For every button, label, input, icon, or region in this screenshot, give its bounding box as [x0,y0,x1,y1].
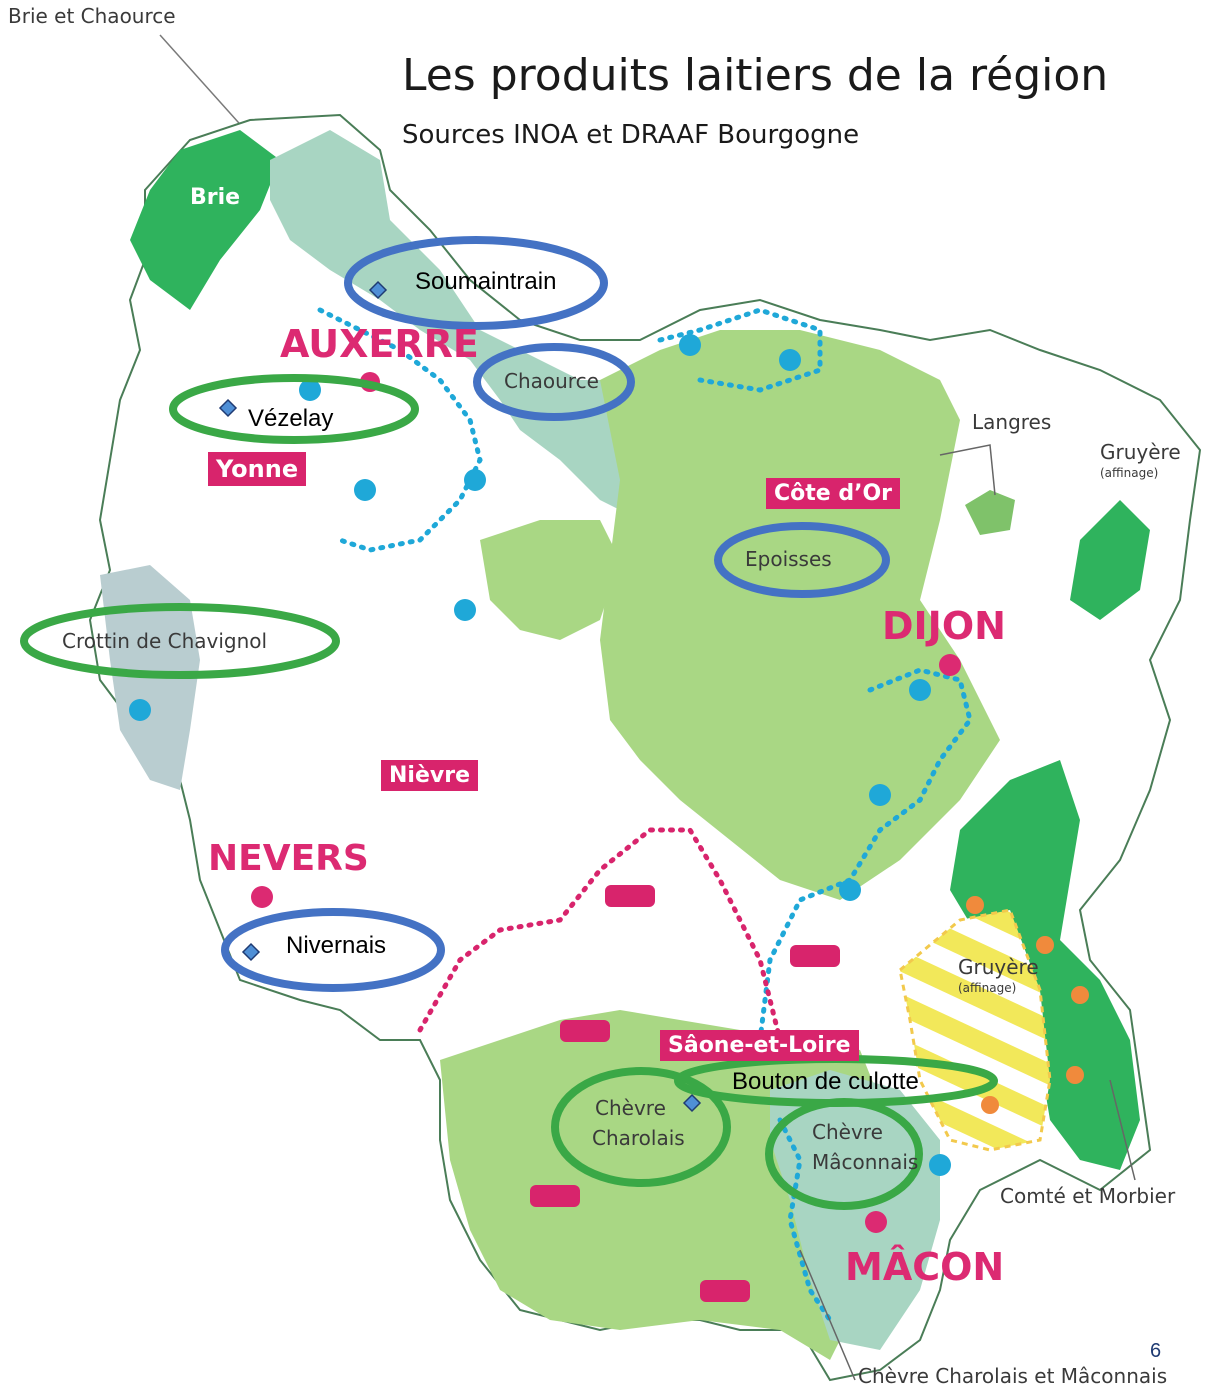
brie-area [130,130,280,310]
city-nevers: NEVERS [208,838,369,879]
city-dijon: DIJON [882,604,1006,648]
chaource-circle [473,343,635,421]
dept-cote-dor: Côte d’Or [766,478,901,509]
chaource-label: Chaource [504,369,599,393]
gruyere-ne-area [1070,500,1150,620]
nivernais-circle [221,908,445,992]
chevre-charolais-circle [551,1067,731,1187]
dotted-route-dijon [757,667,973,1043]
cow-icon [700,1280,750,1302]
soumaintrain-marker [368,280,388,300]
cote-dor-area [600,330,1000,900]
goat-icons [129,334,951,1176]
cow-icons [530,885,840,1302]
goat-icon [679,334,701,356]
chevre-maconnais-circle [765,1098,923,1210]
crottin-label: Crottin de Chavignol [62,629,268,653]
langres-label: Langres [972,410,1052,434]
cow-icon [530,1185,580,1207]
chicken-icon [1066,1066,1084,1084]
dept-nievre: Nièvre [381,760,478,791]
page-subtitle: Sources INOA et DRAAF Bourgogne [402,120,860,150]
soumaintrain-circle [344,236,608,330]
brie-chaource-label: Brie et Chaource [8,4,176,28]
city-auxerre: AUXERRE [280,322,479,366]
nivernais-marker [241,942,261,962]
goat-icon [779,349,801,371]
dept-saone-et-loire: Sâone-et-Loire [660,1030,859,1061]
nevers-dot [251,886,273,908]
comte-area [950,760,1140,1170]
affinage-south-label: (affinage) [958,981,1017,995]
dept-yonne: Yonne [208,452,307,486]
vezelay-circle [169,374,419,444]
comte-morbier-label: Comté et Morbier [1000,1184,1176,1208]
dotted-route-macon [777,1117,833,1323]
goat-icon [869,784,891,806]
diamond-markers [218,280,702,1113]
vezelay-marker [218,398,238,418]
chicken-icon [1036,936,1054,954]
chevre-charolais-line1: Chèvre [595,1096,666,1120]
annotation-vezelay: Vézelay [248,405,334,432]
annotation-bouton-de-culotte: Bouton de culotte [732,1068,919,1095]
comte-leader [1109,1079,1136,1181]
yonne-green-patch [480,520,620,640]
goat-icon [909,679,931,701]
goat-icon [354,479,376,501]
dotted-route-charolais [417,827,783,1043]
dotted-route-yonne [317,307,483,553]
goat-icon [299,379,321,401]
cow-icon [605,885,655,907]
chevre-maconnais-line2: Mâconnais [812,1150,919,1174]
cow-icon [560,1020,610,1042]
dijon-dot [939,654,961,676]
epoisses-label: Epoisses [745,547,832,571]
annotation-soumaintrain: Soumaintrain [415,268,557,295]
cow-icon [790,945,840,967]
chevre-maconnais-line1: Chèvre [812,1120,883,1144]
crottin-circle [20,603,340,679]
city-macon: MÂCON [845,1245,1005,1289]
chicken-icons [966,896,1089,1114]
goat-icon [454,599,476,621]
page-number: 6 [1150,1340,1162,1362]
gruyere-south-area [898,908,1052,1152]
epoisses-circle [714,522,890,598]
langres-leader [939,444,996,496]
langres-area [965,490,1015,535]
chevre-charolais-line2: Charolais [592,1126,685,1150]
gruyere-south-label: Gruyère [958,955,1039,979]
chicken-icon [981,1096,999,1114]
annotation-nivernais: Nivernais [286,932,387,959]
chicken-icon [1071,986,1089,1004]
dotted-route-north [657,307,823,393]
chicken-icon [966,896,984,914]
brie-label: Brie [190,185,241,210]
goat-icon [464,469,486,491]
goat-icon [129,699,151,721]
goat-icon [839,879,861,901]
goat-icon [929,1154,951,1176]
bouton-marker [682,1093,702,1113]
gruyere-label: Gruyère [1100,440,1181,464]
page-title: Les produits laitiers de la région [402,50,1109,101]
chevre-leader [799,1249,856,1381]
affinage-label: (affinage) [1100,466,1159,480]
macon-dot [865,1211,887,1233]
chevre-charolais-maconnais-label: Chèvre Charolais et Mâconnais [858,1364,1168,1388]
